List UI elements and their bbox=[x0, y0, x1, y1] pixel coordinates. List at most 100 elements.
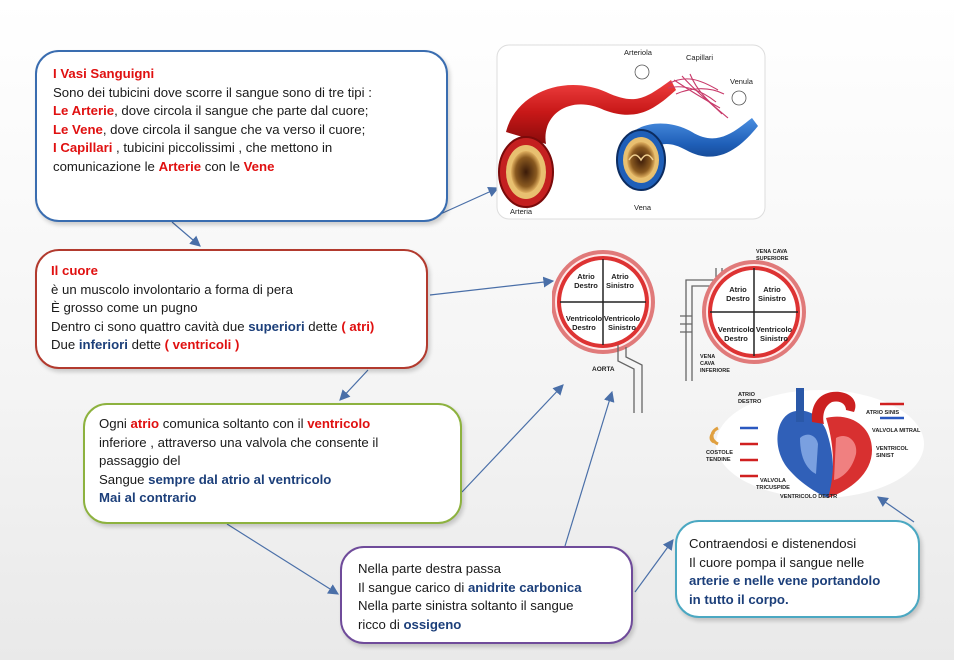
label2-atrio-sinistro-2: Sinistro bbox=[758, 294, 786, 303]
vasi-title: I Vasi Sanguigni bbox=[53, 66, 155, 81]
cuore-line-3: Dentro ci sono quattro cavità due superi… bbox=[51, 318, 412, 337]
label-aorta: AORTA bbox=[592, 366, 615, 373]
parte-line-4: ricco di ossigeno bbox=[358, 616, 615, 635]
cuore-line-3-a: Dentro ci sono quattro cavità due bbox=[51, 318, 249, 334]
label-arteriola: Arteriola bbox=[624, 48, 653, 57]
heart-diagram-vena-cava: Atrio Destro Atrio Sinistro Ventricolo D… bbox=[680, 249, 806, 381]
vasi-line-2: Le Arterie, dove circola il sangue che p… bbox=[53, 102, 430, 121]
capillari-term: I Capillari bbox=[53, 140, 113, 156]
inferiori-term: inferiori bbox=[78, 337, 128, 353]
vasi-line-2-text: , dove circola il sangue che parte dal c… bbox=[114, 103, 369, 119]
label3-ventricolo-sinistro-1: VENTRICOL bbox=[876, 446, 909, 452]
parte-line-2: Il sangue carico di anidrite carbonica bbox=[358, 579, 615, 598]
label-venula: Venula bbox=[730, 77, 754, 86]
superiori-term: superiori bbox=[248, 318, 305, 334]
cuore-line-3-b: dette bbox=[304, 318, 342, 334]
ventricoli-term: ( ventricoli ) bbox=[164, 337, 240, 353]
pompa-line-1: Contraendosi e distenendosi bbox=[689, 536, 857, 551]
arteriola-marker bbox=[634, 64, 650, 80]
parte-line-1: Nella parte destra passa bbox=[358, 561, 501, 576]
label3-atrio-destro-1: ATRIO bbox=[738, 392, 756, 398]
atri-term: ( atri) bbox=[341, 318, 375, 334]
label-ventricolo-destro-2: Destro bbox=[572, 323, 596, 332]
anidrite-term: anidrite carbonica bbox=[467, 579, 582, 595]
label2-ventricolo-sinistro-2: Sinistro bbox=[760, 334, 788, 343]
cuore-line-4: Due inferiori dette ( ventricoli ) bbox=[51, 336, 412, 355]
heart3-interior bbox=[800, 434, 818, 474]
label-atrio-sinistro-2: Sinistro bbox=[606, 281, 634, 290]
flow-arrows bbox=[740, 402, 904, 478]
artery-shape bbox=[506, 80, 676, 144]
blood-vessels-illustration: Arteriola Capillari Venula Arteria Vena bbox=[496, 44, 766, 220]
label2-atrio-destro-1: Atrio bbox=[729, 285, 747, 294]
label-arteria: Arteria bbox=[510, 207, 533, 216]
heart3-aorta bbox=[811, 391, 856, 424]
label3-valvola-mitrale: VALVOLA MITRAL bbox=[872, 428, 921, 434]
atrio-ventricolo-box: Ogni atrio comunica soltanto con il vent… bbox=[83, 403, 462, 524]
label2-atrio-destro-2: Destro bbox=[726, 294, 750, 303]
atrio-line-4-a: Sangue bbox=[99, 471, 149, 487]
vasi-line-4-text: , tubicini piccolissimi , che mettono in bbox=[112, 140, 333, 156]
vasi-sanguigni-box: I Vasi Sanguigni Sono dei tubicini dove … bbox=[35, 50, 448, 222]
label-vena-cava-inferiore-2: CAVA bbox=[700, 361, 715, 367]
cuore-title: Il cuore bbox=[51, 263, 98, 278]
heart3-vena-cava bbox=[796, 388, 804, 422]
atrio-line-2: inferiore , attraverso una valvola che c… bbox=[99, 434, 379, 450]
capillary-network bbox=[667, 73, 729, 119]
aorta-tube bbox=[617, 345, 643, 413]
label-atrio-destro-1: Atrio bbox=[577, 272, 595, 281]
label3-valvola-tricuspide-2: TRICUSPIDE bbox=[756, 485, 790, 491]
heart3-labels: ATRIO DESTRO ATRIO SINIS VALVOLA MITRAL … bbox=[706, 392, 921, 500]
atrio-line-1-b: comunica soltanto con il bbox=[159, 416, 308, 431]
arrow-box2-to-heart bbox=[429, 276, 555, 296]
pompa-line-2: Il cuore pompa il sangue nelle bbox=[689, 554, 865, 570]
vasi-line-1: Sono dei tubicini dove scorre il sangue … bbox=[53, 84, 372, 100]
vasi-line-4: I Capillari , tubicini piccolissimi , ch… bbox=[53, 139, 430, 158]
pompa-line-4: in tutto il corpo. bbox=[689, 591, 789, 607]
vein-valve bbox=[628, 154, 654, 162]
label-vena-cava-superiore-2: SUPERIORE bbox=[756, 256, 789, 262]
atrio-line-5: Mai al contrario bbox=[99, 490, 197, 506]
heart3-chordae bbox=[709, 426, 719, 446]
arrow-box4-to-heart bbox=[564, 390, 615, 547]
vena-cava-tube bbox=[680, 268, 723, 381]
label-atrio-sinistro-1: Atrio bbox=[611, 272, 629, 281]
label-vena-cava-superiore-1: VENA CAVA bbox=[756, 249, 787, 255]
label-ventricolo-destro-1: Ventricolo bbox=[566, 314, 603, 323]
arrow-box4-to-box5 bbox=[634, 539, 674, 593]
label3-atrio-destro-2: DESTRO bbox=[738, 399, 762, 405]
label2-ventricolo-sinistro-1: Ventricolo bbox=[756, 325, 793, 334]
vasi-line-5-b: con le bbox=[201, 158, 244, 174]
vasi-line-5: comunicazione le Arterie con le Vene bbox=[53, 158, 430, 177]
atrio-line-3: passaggio del bbox=[99, 453, 181, 469]
arterie-term-2: Arterie bbox=[158, 158, 202, 174]
parte-line-4-a: ricco di bbox=[358, 616, 404, 632]
label-vena-cava-inferiore-3: INFERIORE bbox=[700, 368, 730, 374]
heart-diagram-anatomical: ATRIO DESTRO ATRIO SINIS VALVOLA MITRAL … bbox=[706, 388, 924, 500]
label2-ventricolo-destro-1: Ventricolo bbox=[718, 325, 755, 334]
label-vena-cava-inferiore-1: VENA bbox=[700, 354, 715, 360]
label3-ventricolo-sinistro-2: SINIST bbox=[876, 453, 895, 459]
label3-atrio-sinistro: ATRIO SINIS bbox=[866, 410, 899, 416]
artery-lumen bbox=[511, 151, 541, 193]
label2-ventricolo-destro-2: Destro bbox=[724, 334, 748, 343]
vene-term-2: Vene bbox=[243, 158, 275, 174]
destra-sinistra-box: Nella parte destra passa Il sangue caric… bbox=[340, 546, 633, 644]
atrio-line-1-a: Ogni bbox=[99, 416, 131, 431]
cuore-box: Il cuore è un muscolo involontario a for… bbox=[35, 249, 428, 369]
arterie-term: Le Arterie bbox=[53, 103, 115, 119]
atrio-line-4: Sangue sempre dal atrio al ventricolo bbox=[99, 471, 446, 490]
parte-line-3: Nella parte sinistra soltanto il sangue bbox=[358, 598, 574, 614]
ossigeno-term: ossigeno bbox=[403, 616, 462, 632]
cuore-line-1: è un muscolo involontario a forma di per… bbox=[51, 281, 293, 297]
label-atrio-destro-2: Destro bbox=[574, 281, 598, 290]
label3-ventricolo-destro: VENTRICOLO DESTR bbox=[780, 494, 837, 500]
vein-shape bbox=[618, 118, 758, 170]
vene-term: Le Vene bbox=[53, 121, 103, 137]
label-vena: Vena bbox=[634, 203, 652, 212]
venula-marker bbox=[731, 90, 747, 106]
arrow-box5-to-heart3 bbox=[877, 496, 915, 523]
cuore-line-4-a: Due bbox=[51, 337, 79, 353]
vasi-line-5-a: comunicazione le bbox=[53, 158, 159, 174]
